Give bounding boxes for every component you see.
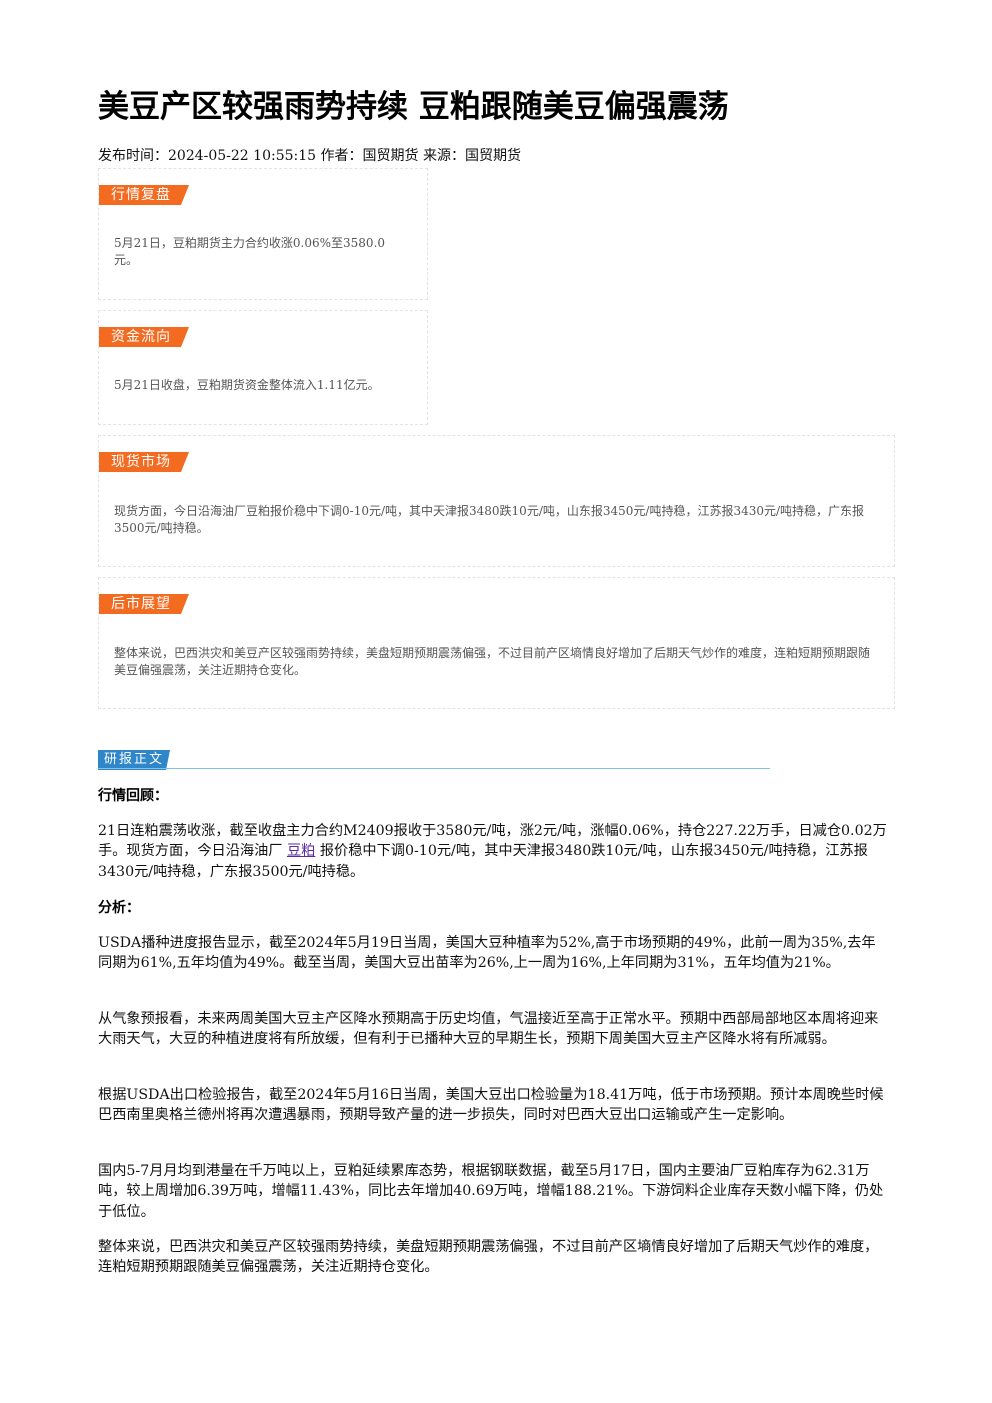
review-paragraph: 21日连粕震荡收涨，截至收盘主力合约M2409报收于3580元/吨，涨2元/吨，… [98,821,888,882]
page-title: 美豆产区较强雨势持续 豆粕跟随美豆偏强震荡 [98,89,729,125]
report-divider [98,768,770,769]
spot-market-text: 现货方面，今日沿海油厂豆粕报价稳中下调0-10元/吨，其中天津报3480跌10元… [114,504,865,535]
market-review-box: 行情复盘 5月21日，豆粕期货主力合约收涨0.06%至3580.0元。 [98,168,428,300]
analysis-paragraph-3: 根据USDA出口检验报告，截至2024年5月16日当周，美国大豆出口检验量为18… [98,1087,884,1124]
fund-flow-box: 资金流向 5月21日收盘，豆粕期货资金整体流入1.11亿元。 [98,310,428,425]
soymeal-link[interactable]: 豆粕 [286,843,316,860]
publish-label: 发布时间： [98,148,168,164]
author-label: 作者： [320,148,363,164]
analysis-paragraph-5: 整体来说，巴西洪灾和美豆产区较强雨势持续，美盘短期预期震荡偏强，不过目前产区墒情… [98,1239,879,1276]
outlook-text: 整体来说，巴西洪灾和美豆产区较强雨势持续，美盘短期预期震荡偏强，不过目前产区墒情… [114,646,871,677]
outlook-label: 后市展望 [99,594,189,614]
report-section-label: 研报正文 [98,750,170,770]
analysis-paragraph-4: 国内5-7月月均到港量在千万吨以上，豆粕延续累库态势，根据钢联数据，截至5月17… [98,1163,884,1220]
publish-time: 2024-05-22 10:55:15 [168,148,317,164]
market-review-text: 5月21日，豆粕期货主力合约收涨0.06%至3580.0元。 [114,236,386,267]
fund-flow-label: 资金流向 [99,327,189,347]
source-label: 来源： [422,148,465,164]
market-review-label: 行情复盘 [99,185,189,205]
review-text-start: 21日连粕震荡收涨，截至收盘主力合约M2409报收于3580元/吨，涨2元/吨，… [98,823,887,860]
spot-market-box: 现货市场 现货方面，今日沿海油厂豆粕报价稳中下调0-10元/吨，其中天津报348… [98,435,895,567]
author: 国贸期货 [362,148,419,164]
article-meta: 发布时间：2024-05-22 10:55:15 作者：国贸期货 来源：国贸期货 [98,146,521,166]
analysis-heading: 分析： [98,900,140,916]
analysis-paragraph-2: 从气象预报看，未来两周美国大豆主产区降水预期高于历史均值，气温接近至高于正常水平… [98,1011,879,1048]
source: 国贸期货 [464,148,521,164]
spot-market-label: 现货市场 [99,452,189,472]
review-text-end: 报价稳中下调0-10元/吨，其中天津报3480跌10元/吨，山东报3450元/吨… [98,843,868,880]
analysis-paragraph-1: USDA播种进度报告显示，截至2024年5月19日当周，美国大豆种植率为52%,… [98,935,876,972]
outlook-box: 后市展望 整体来说，巴西洪灾和美豆产区较强雨势持续，美盘短期预期震荡偏强，不过目… [98,577,895,709]
fund-flow-text: 5月21日收盘，豆粕期货资金整体流入1.11亿元。 [114,378,380,392]
review-heading: 行情回顾： [98,788,168,804]
